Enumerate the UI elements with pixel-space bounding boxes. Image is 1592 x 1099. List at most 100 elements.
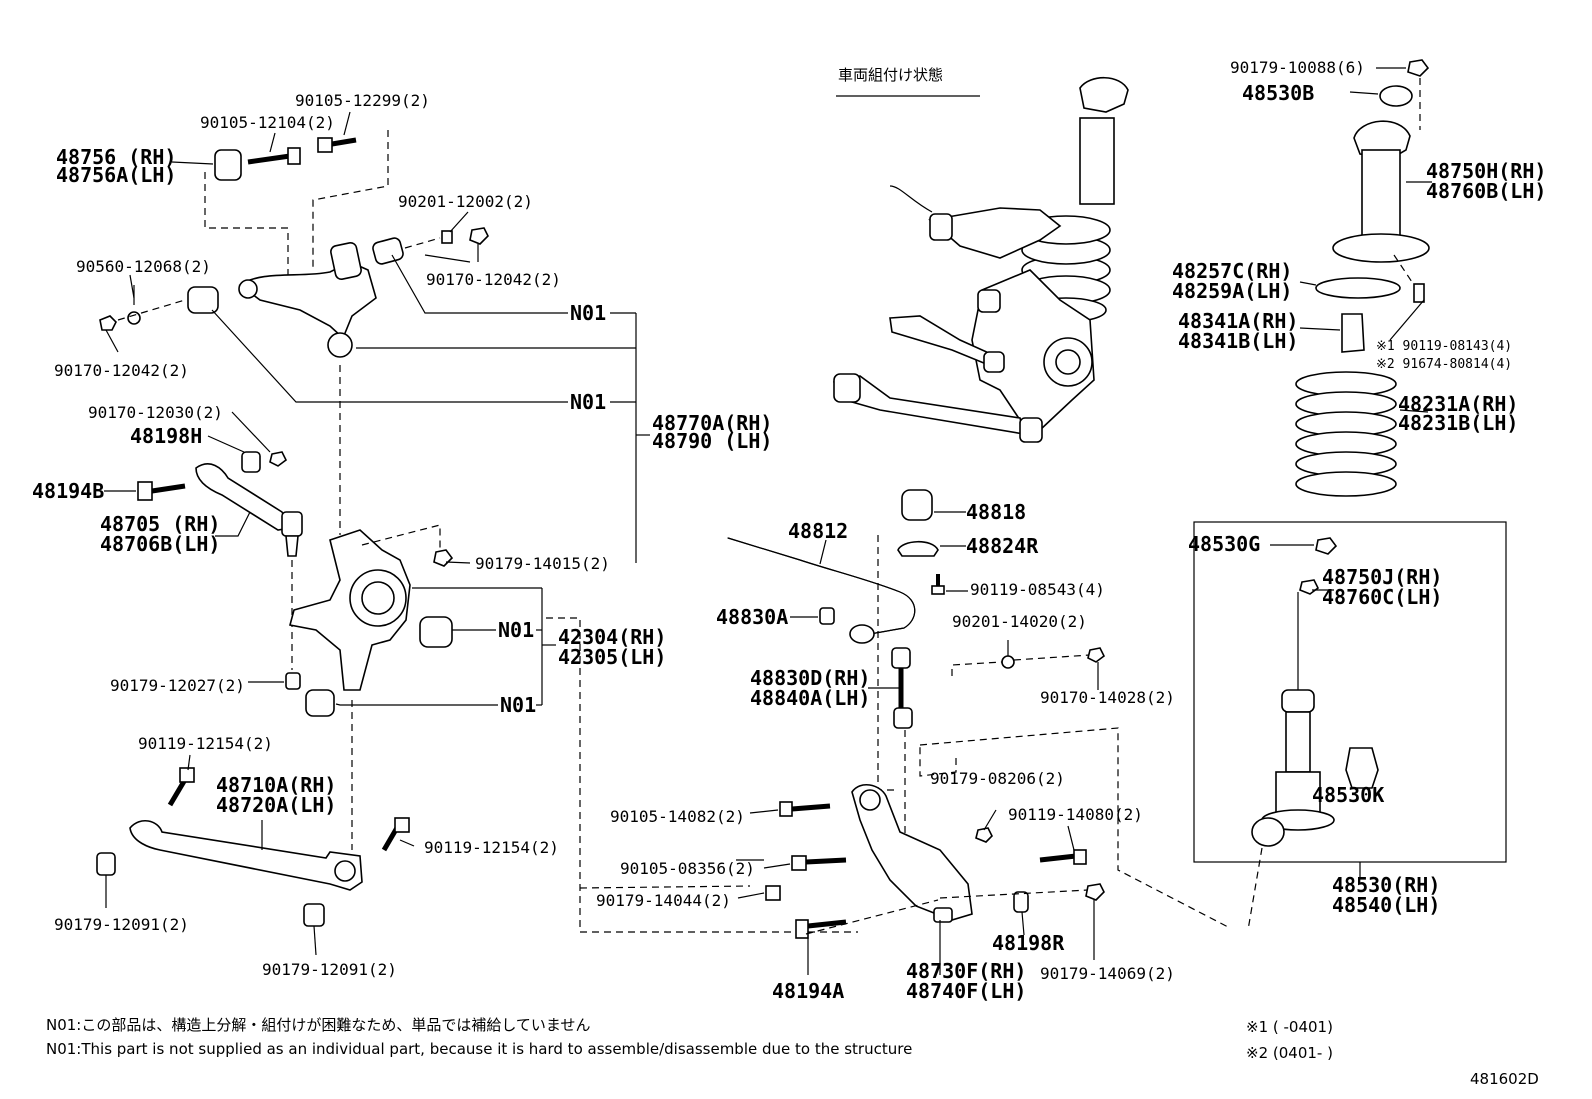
label-48194a: 48194A (772, 979, 844, 1003)
label-48231a-rh: 48231A(RH) (1398, 392, 1518, 416)
label-48824r: 48824R (966, 534, 1039, 558)
knuckle-group (248, 524, 858, 933)
bolt-90105-12104 (247, 147, 301, 165)
label-48231b-lh: 48231B(LH) (1398, 411, 1518, 435)
strut-group (1193, 59, 1507, 931)
upper-arm-48770 (238, 261, 377, 340)
notes: N01:この部品は、構造上分解・組付けが困難なため、単品では補給していません N… (46, 1016, 1539, 1088)
bolt-90119-12154-a (167, 767, 195, 807)
label-90105-12104: 90105-12104(2) (200, 113, 335, 132)
label-n01-c: N01 (498, 618, 534, 642)
assembled-view (833, 77, 1129, 443)
label-90170-12042-b: 90170-12042(2) (54, 361, 189, 380)
label-48530k: 48530K (1312, 783, 1384, 807)
label-48530b: 48530B (1242, 81, 1314, 105)
label-90119-08143: ※1 90119-08143(4) (1376, 339, 1512, 354)
label-90179-08206: 90179-08206(2) (930, 769, 1065, 788)
label-91674-80814: ※2 91674-80814(4) (1376, 357, 1512, 372)
bolt-90105-12299 (317, 137, 357, 153)
note-n01-jp: N01:この部品は、構造上分解・組付けが困難なため、単品では補給していません (46, 1016, 590, 1034)
label-48720-lh: 48720A(LH) (216, 793, 336, 817)
label-48756-rh: 48756 (RH) (56, 145, 176, 169)
figure-id: 481602D (1470, 1070, 1539, 1088)
upper-arm-group (99, 130, 489, 535)
bushing-48756 (214, 149, 242, 181)
label-90170-12030: 90170-12030(2) (88, 403, 223, 422)
lower-link-48710 (129, 820, 363, 891)
label-n01-a: N01 (570, 301, 606, 325)
label-48740-lh: 48740F(LH) (906, 979, 1026, 1003)
label-48756-lh: 48756A(LH) (56, 163, 176, 187)
label-42305-lh: 42305(LH) (558, 645, 666, 669)
label-48198h: 48198H (130, 424, 202, 448)
label-48341a-rh: 48341A(RH) (1178, 309, 1298, 333)
label-48812: 48812 (788, 519, 848, 543)
lower-link-48710-group (96, 754, 415, 956)
label-48530g: 48530G (1188, 532, 1260, 556)
nut-90179-10088 (1407, 59, 1430, 77)
label-90105-08356: 90105-08356(2) (620, 859, 755, 878)
label-48530-rh: 48530(RH) (1332, 873, 1440, 897)
label-90560-12068: 90560-12068(2) (76, 257, 211, 276)
label-90179-10088: 90179-10088(6) (1230, 58, 1365, 77)
label-90105-14082: 90105-14082(2) (610, 807, 745, 826)
stabilizer-group (727, 489, 1106, 840)
lower-arm-48730 (851, 784, 973, 921)
bolt-90119-12154-b (381, 817, 410, 852)
label-90179-14015: 90179-14015(2) (475, 554, 610, 573)
label-48257c-rh: 48257C(RH) (1172, 259, 1292, 283)
leaders-upper-left (105, 111, 650, 563)
toe-link-group (104, 411, 303, 670)
footnote-1: ※1 ( -0401) (1246, 1018, 1333, 1036)
label-48750h-rh: 48750H(RH) (1426, 159, 1546, 183)
label-90170-14028: 90170-14028(2) (1040, 688, 1175, 707)
bolt-90105-08356 (791, 855, 847, 871)
label-90201-12002: 90201-12002(2) (398, 192, 533, 211)
label-90119-12154-b: 90119-12154(2) (424, 838, 559, 857)
label-48830a: 48830A (716, 605, 788, 629)
label-48770-rh: 48770A(RH) (652, 411, 772, 435)
shock-absorber-box (1193, 521, 1507, 863)
label-90119-14080: 90119-14080(2) (1008, 805, 1143, 824)
assembled-view-title: 車両組付け状態 (838, 66, 943, 84)
lower-arm-48730-group (579, 727, 1231, 975)
label-48706-lh: 48706B(LH) (100, 532, 220, 556)
label-90179-12091-a: 90179-12091(2) (54, 915, 189, 934)
bolt-90119-08543 (931, 574, 945, 595)
label-90179-14044: 90179-14044(2) (596, 891, 731, 910)
label-n01-b: N01 (570, 390, 606, 414)
footnote-2: ※2 (0401- ) (1246, 1044, 1333, 1062)
bolt-90119-14080 (1039, 849, 1087, 865)
label-90201-14020: 90201-14020(2) (952, 612, 1087, 631)
label-48760c-lh: 48760C(LH) (1322, 585, 1442, 609)
bolt-48194a (795, 919, 847, 939)
bolt-90105-14082 (779, 801, 831, 817)
label-48818: 48818 (966, 500, 1026, 524)
label-48840a-lh: 48840A(LH) (750, 686, 870, 710)
label-48705-rh: 48705 (RH) (100, 512, 220, 536)
label-48790-lh: 48790 (LH) (652, 429, 772, 453)
label-90119-08543: 90119-08543(4) (970, 580, 1105, 599)
label-90179-12091-b: 90179-12091(2) (262, 960, 397, 979)
label-90170-12042-a: 90170-12042(2) (426, 270, 561, 289)
label-48259a-lh: 48259A(LH) (1172, 279, 1292, 303)
label-48750j-rh: 48750J(RH) (1322, 565, 1442, 589)
label-48341b-lh: 48341B(LH) (1178, 329, 1298, 353)
label-48194b: 48194B (32, 479, 104, 503)
label-90119-12154-a: 90119-12154(2) (138, 734, 273, 753)
label-48730-rh: 48730F(RH) (906, 959, 1026, 983)
label-90179-12027: 90179-12027(2) (110, 676, 245, 695)
label-n01-d: N01 (500, 693, 536, 717)
note-n01-en: N01:This part is not supplied as an indi… (46, 1040, 912, 1058)
label-48710-rh: 48710A(RH) (216, 773, 336, 797)
label-90105-12299: 90105-12299(2) (295, 91, 430, 110)
label-48198r: 48198R (992, 931, 1065, 955)
part-labels: 90105-12299(2) 90105-12104(2) 48756 (RH)… (32, 58, 1546, 1003)
label-42304-rh: 42304(RH) (558, 625, 666, 649)
label-48540-lh: 48540(LH) (1332, 893, 1440, 917)
label-48760b-lh: 48760B(LH) (1426, 179, 1546, 203)
bolt-48194b (137, 481, 186, 501)
label-48830d-rh: 48830D(RH) (750, 666, 870, 690)
label-90179-14069: 90179-14069(2) (1040, 964, 1175, 983)
